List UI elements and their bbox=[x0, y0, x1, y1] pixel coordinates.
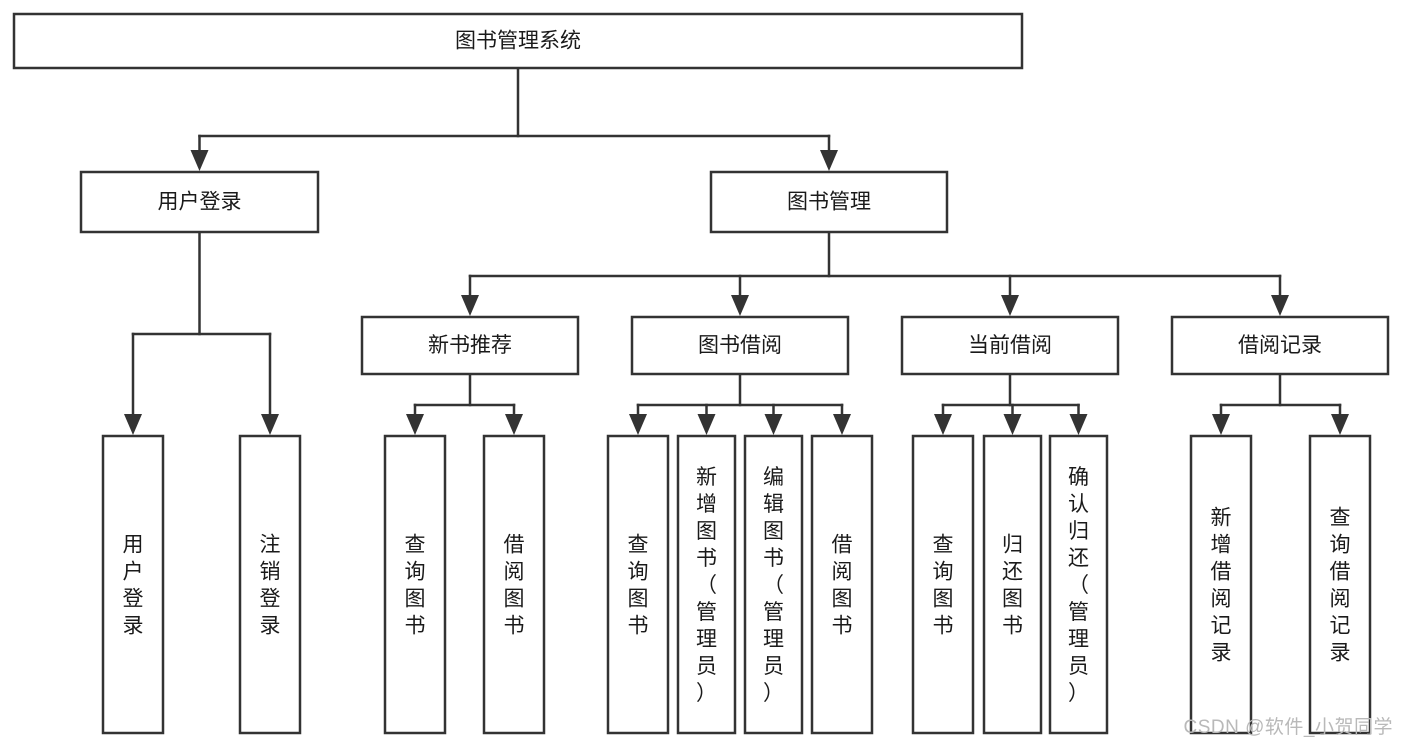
node-box-leaf-user-login[interactable] bbox=[101, 434, 165, 735]
arrow-head-icon bbox=[124, 414, 142, 435]
node-box-root[interactable] bbox=[12, 12, 1024, 70]
node-leaf-edit-book-admin[interactable]: 编辑图书（管理员） bbox=[743, 434, 804, 735]
node-label-borrow-record: 借阅记录 bbox=[1238, 334, 1322, 357]
node-box-leaf-query-book-2[interactable] bbox=[606, 434, 670, 735]
arrow-head-icon bbox=[1212, 414, 1230, 435]
edge-newbook-split bbox=[406, 372, 523, 435]
node-box-leaf-query-book-3[interactable] bbox=[911, 434, 975, 735]
arrow-head-icon bbox=[190, 150, 209, 171]
arrow-head-icon bbox=[833, 414, 851, 435]
node-box-borrow-record[interactable] bbox=[1170, 315, 1390, 376]
node-borrow-record[interactable]: 借阅记录 bbox=[1170, 315, 1390, 376]
node-leaf-borrow-book-2[interactable]: 借阅图书 bbox=[810, 434, 874, 735]
node-leaf-add-borrow-record[interactable]: 新增借阅记录 bbox=[1189, 434, 1253, 735]
node-label-current-borrow: 当前借阅 bbox=[968, 334, 1052, 357]
edge-userlogin-split bbox=[124, 230, 279, 435]
node-label-leaf-user-login: 用户登录 bbox=[123, 534, 144, 638]
arrow-head-icon bbox=[1331, 414, 1349, 435]
node-label-book-manage: 图书管理 bbox=[787, 191, 871, 214]
node-label-leaf-add-borrow-record: 新增借阅记录 bbox=[1211, 507, 1232, 665]
arrow-head-icon bbox=[697, 414, 716, 435]
arrow-head-icon bbox=[1069, 414, 1088, 435]
node-box-leaf-query-borrow-record[interactable] bbox=[1308, 434, 1372, 735]
arrow-head-icon bbox=[1003, 414, 1022, 435]
node-book-borrow[interactable]: 图书借阅 bbox=[630, 315, 850, 376]
arrow-head-icon bbox=[1271, 295, 1289, 316]
node-label-leaf-add-book-admin: 新增图书（管理员） bbox=[696, 466, 717, 705]
edge-borrowrecord-split bbox=[1212, 372, 1349, 435]
arrow-head-icon bbox=[406, 414, 424, 435]
node-root[interactable]: 图书管理系统 bbox=[12, 12, 1024, 70]
csdn-watermark: CSDN @软件_小贺同学 bbox=[1183, 717, 1393, 738]
arrow-head-icon bbox=[731, 295, 749, 316]
node-leaf-confirm-return-admin[interactable]: 确认归还（管理员） bbox=[1048, 434, 1109, 735]
arrow-head-icon bbox=[820, 150, 838, 171]
node-leaf-return-book[interactable]: 归还图书 bbox=[982, 434, 1043, 735]
arrow-head-icon bbox=[461, 295, 479, 316]
node-box-leaf-return-book[interactable] bbox=[982, 434, 1043, 735]
node-label-leaf-borrow-book-1: 借阅图书 bbox=[504, 534, 525, 638]
edge-bookborrow-split bbox=[629, 372, 851, 435]
node-label-book-borrow: 图书借阅 bbox=[698, 334, 782, 357]
node-leaf-borrow-book-1[interactable]: 借阅图书 bbox=[482, 434, 546, 735]
arrow-head-icon bbox=[505, 414, 523, 435]
node-leaf-user-login[interactable]: 用户登录 bbox=[101, 434, 165, 735]
node-box-book-manage[interactable] bbox=[709, 170, 949, 234]
node-new-book-recommend[interactable]: 新书推荐 bbox=[360, 315, 580, 376]
node-leaf-query-book-3[interactable]: 查询图书 bbox=[911, 434, 975, 735]
node-box-leaf-borrow-book-1[interactable] bbox=[482, 434, 546, 735]
node-box-new-book-recommend[interactable] bbox=[360, 315, 580, 376]
node-label-leaf-query-book-1: 查询图书 bbox=[405, 534, 426, 638]
node-label-root: 图书管理系统 bbox=[455, 30, 581, 53]
node-label-leaf-edit-book-admin: 编辑图书（管理员） bbox=[763, 466, 784, 705]
node-box-leaf-query-book-1[interactable] bbox=[383, 434, 447, 735]
arrow-head-icon bbox=[934, 414, 952, 435]
edge-currentborrow-split bbox=[934, 372, 1088, 435]
node-label-leaf-user-logout: 注销登录 bbox=[260, 534, 281, 638]
node-layer: 图书管理系统用户登录图书管理新书推荐图书借阅当前借阅借阅记录用户登录注销登录查询… bbox=[12, 12, 1390, 735]
node-box-leaf-add-borrow-record[interactable] bbox=[1189, 434, 1253, 735]
node-label-leaf-query-borrow-record: 查询借阅记录 bbox=[1330, 507, 1351, 665]
node-label-leaf-return-book: 归还图书 bbox=[1002, 534, 1023, 638]
node-leaf-user-logout[interactable]: 注销登录 bbox=[238, 434, 302, 735]
node-label-user-login: 用户登录 bbox=[158, 191, 242, 214]
node-label-leaf-borrow-book-2: 借阅图书 bbox=[832, 534, 853, 638]
node-label-new-book-recommend: 新书推荐 bbox=[428, 334, 512, 357]
node-leaf-add-book-admin[interactable]: 新增图书（管理员） bbox=[676, 434, 737, 735]
node-user-login[interactable]: 用户登录 bbox=[79, 170, 320, 234]
edge-bookmanage-split bbox=[461, 230, 1289, 316]
node-box-leaf-user-logout[interactable] bbox=[238, 434, 302, 735]
node-box-user-login[interactable] bbox=[79, 170, 320, 234]
arrow-head-icon bbox=[629, 414, 647, 435]
node-leaf-query-book-1[interactable]: 查询图书 bbox=[383, 434, 447, 735]
node-box-leaf-borrow-book-2[interactable] bbox=[810, 434, 874, 735]
node-leaf-query-borrow-record[interactable]: 查询借阅记录 bbox=[1308, 434, 1372, 735]
node-label-leaf-query-book-3: 查询图书 bbox=[933, 534, 954, 638]
arrow-head-icon bbox=[1001, 295, 1019, 316]
node-box-leaf-edit-book-admin[interactable] bbox=[743, 434, 804, 735]
node-box-leaf-add-book-admin[interactable] bbox=[676, 434, 737, 735]
node-box-leaf-confirm-return-admin[interactable] bbox=[1048, 434, 1109, 735]
connector-layer bbox=[124, 66, 1349, 435]
node-leaf-query-book-2[interactable]: 查询图书 bbox=[606, 434, 670, 735]
node-label-leaf-query-book-2: 查询图书 bbox=[628, 534, 649, 638]
node-current-borrow[interactable]: 当前借阅 bbox=[900, 315, 1120, 376]
node-label-leaf-confirm-return-admin: 确认归还（管理员） bbox=[1068, 466, 1089, 705]
arrow-head-icon bbox=[261, 414, 279, 435]
arrow-head-icon bbox=[764, 414, 783, 435]
node-book-manage[interactable]: 图书管理 bbox=[709, 170, 949, 234]
node-box-current-borrow[interactable] bbox=[900, 315, 1120, 376]
edge-root-split bbox=[190, 66, 838, 171]
node-box-book-borrow[interactable] bbox=[630, 315, 850, 376]
